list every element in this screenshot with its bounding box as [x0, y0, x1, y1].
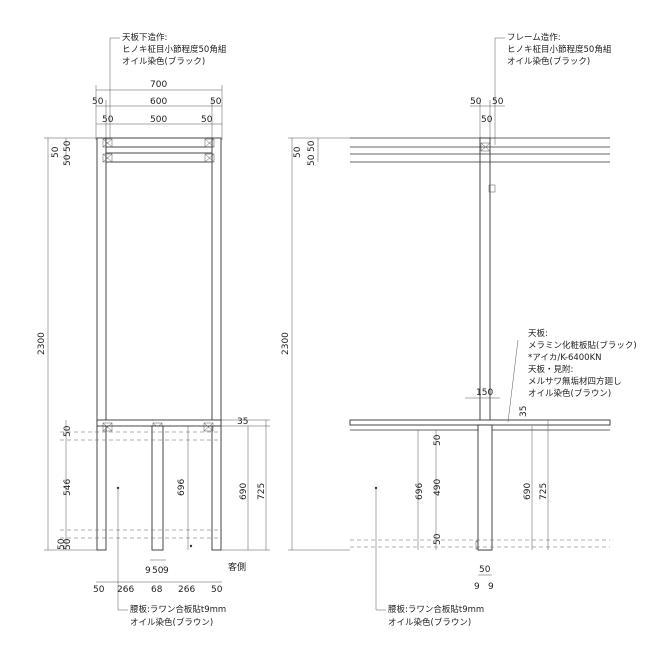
side-right-dim-725: 725: [539, 483, 549, 500]
front-lower-dim-50-a: 50: [63, 538, 73, 550]
front-lower-dim-546: 546: [63, 479, 73, 496]
front-dim-50-d: 50: [201, 115, 213, 125]
side-counter-note-4: 天板・見附:: [528, 364, 573, 375]
front-bottom-9-b: 9: [163, 566, 169, 576]
side-bottom-note-1: 腰板:ラワン合板貼t9mm: [388, 604, 484, 615]
front-top-rail: [105, 137, 213, 148]
front-dim-700: 700: [150, 80, 167, 90]
side-lower-dim-490: 490: [433, 479, 443, 496]
side-lower-dim-696: 696: [415, 483, 425, 500]
front-bottom-note-1: 腰板:ラワン合板貼t9mm: [130, 604, 226, 615]
front-right-dim-690: 690: [239, 483, 249, 500]
front-lower-dim-50-b: 50: [57, 538, 67, 550]
side-top-note-2: ヒノキ柾目小節程度50角組: [507, 44, 612, 55]
front-left-small-3: 50: [63, 154, 73, 166]
front-dim-50-a: 50: [92, 97, 104, 107]
side-top-note-3: オイル染色(ブラック): [507, 56, 590, 67]
side-counter-note-2: メラミン化粧板貼(ブラック): [528, 340, 637, 351]
side-height-total: 2300: [281, 332, 291, 355]
side-counter-dim-150: 150: [476, 388, 493, 398]
side-counter-note-1: 天板:: [528, 328, 548, 339]
side-top-dim-50-c: 50: [481, 115, 493, 125]
side-counter-note-6: オイル染色(ブラウン): [528, 388, 611, 399]
side-counter-note-5: メルサワ無垢材四方廻し: [528, 376, 622, 387]
front-dim-50-c: 50: [102, 115, 114, 125]
front-center-stile: [151, 425, 164, 551]
side-bottom-dim-50: 50: [479, 565, 491, 575]
side-right-dim-690: 690: [523, 483, 533, 500]
side-top-dim-50-a: 50: [470, 97, 482, 107]
front-height-total: 2300: [37, 332, 47, 355]
front-top-note-2: ヒノキ柾目小節程度50角組: [122, 44, 227, 55]
front-bottom-68: 68: [151, 585, 163, 595]
front-left-small-2: 50: [63, 140, 73, 152]
side-bottom-note-2: オイル染色(ブラウン): [388, 617, 471, 628]
front-bottom-50-b: 50: [211, 585, 223, 595]
front-left-small-1: 50: [51, 146, 61, 158]
side-top-note-1: フレーム造作:: [507, 32, 561, 43]
front-bottom-50-a: 50: [93, 585, 105, 595]
front-bottom-266-b: 266: [178, 585, 195, 595]
side-lower-post: [477, 424, 493, 551]
front-elevation: 天板下造作: ヒノキ柾目小節程度50角組 オイル染色(ブラック) 700 600…: [37, 32, 270, 628]
front-right-dim-35: 35: [237, 417, 248, 427]
front-bottom-9-a: 9: [145, 566, 151, 576]
front-customer-side: 客側: [228, 561, 246, 573]
side-bottom-dim-9-b: 9: [488, 582, 494, 592]
front-top-note-1: 天板下造作:: [122, 32, 167, 43]
side-bottom-dim-9-a: 9: [474, 582, 480, 592]
front-top-note-3: オイル染色(ブラック): [122, 56, 205, 67]
side-counter-note-3: *アイカ/K-6400KN: [528, 353, 602, 363]
front-dim-50-b: 50: [210, 97, 222, 107]
side-lower-dim-50-top: 50: [433, 434, 443, 446]
side-counter: [349, 419, 611, 426]
front-right-dim-725: 725: [257, 483, 267, 500]
side-left-small-1: 50: [293, 146, 303, 158]
side-counter-dim-35: 35: [519, 406, 529, 417]
side-top-dim-50-b: 50: [492, 97, 504, 107]
front-bottom-note-2: オイル染色(ブラウン): [130, 617, 213, 628]
side-elevation: フレーム造作: ヒノキ柾目小節程度50角組 オイル染色(ブラック) 50 50 …: [281, 32, 637, 628]
front-right-post: [211, 137, 222, 551]
front-dim-600: 600: [150, 97, 167, 107]
front-second-rail: [105, 152, 213, 163]
front-left-post: [96, 137, 107, 551]
front-dim-500: 500: [150, 115, 167, 125]
side-left-small-3: 50: [307, 154, 317, 166]
side-lower-dim-50-bot: 50: [433, 533, 443, 545]
front-center-dim-696: 696: [177, 479, 187, 496]
side-left-small-2: 50: [307, 140, 317, 152]
front-bottom-50: 50: [152, 566, 164, 576]
front-lower-dim-50: 50: [63, 425, 73, 437]
front-bottom-266-a: 266: [117, 585, 134, 595]
